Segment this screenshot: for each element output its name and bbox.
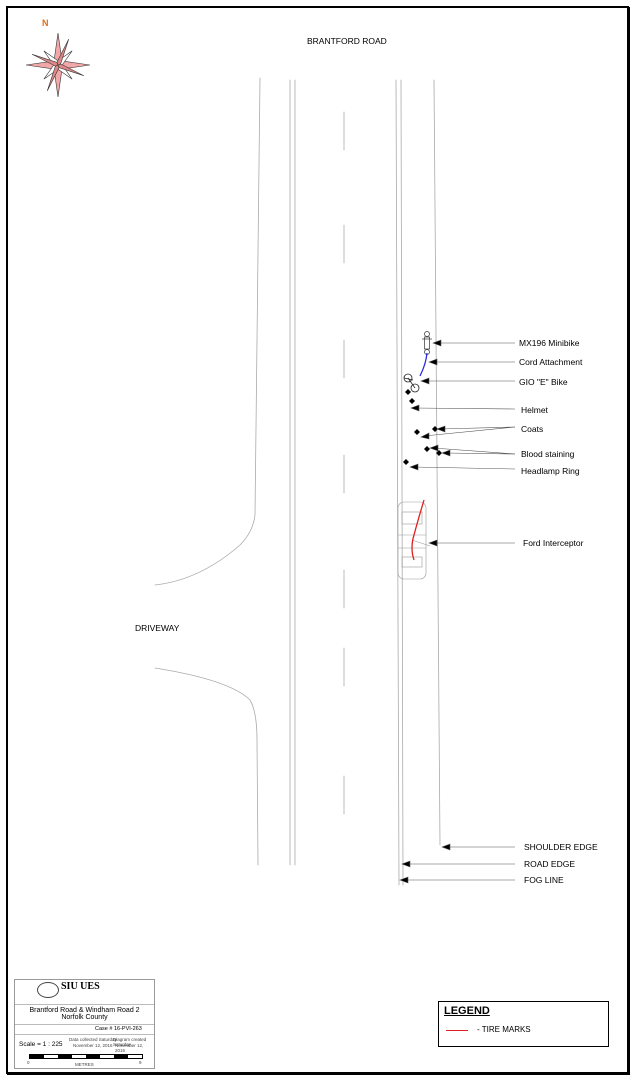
evidence-items (397, 331, 442, 580)
tire-mark-path (411, 499, 425, 561)
cord-attachment-line (419, 352, 428, 377)
label-blood-staining: Blood staining (521, 449, 575, 459)
leader-lines (399, 339, 516, 884)
title-block-subtitle: Norfolk County (61, 1014, 108, 1021)
east-road-edge (400, 79, 404, 886)
gio-e-bike-icon (403, 373, 420, 393)
legend-tire-marks-swatch (446, 1030, 468, 1031)
data-collected-label: Data collected Saturday (69, 1037, 117, 1042)
ford-interceptor-icon (397, 501, 431, 580)
north-label: N (42, 18, 49, 28)
label-headlamp-ring: Headlamp Ring (521, 466, 580, 476)
label-road-edge: ROAD EDGE (524, 859, 576, 869)
legend-tire-marks-label: - TIRE MARKS (477, 1025, 531, 1034)
label-gio-e-bike: GIO "E" Bike (519, 377, 568, 387)
blood-marker-1 (424, 446, 430, 452)
scale-bar-unit: METRES (75, 1062, 94, 1067)
label-fog-line: FOG LINE (524, 875, 564, 885)
title-block-title: Brantford Road & Windham Road 2 (29, 1007, 140, 1014)
east-fog-line (395, 79, 400, 886)
blood-marker-2 (436, 450, 442, 456)
scale-bar (29, 1054, 143, 1059)
legend-box: LEGEND - TIRE MARKS (438, 1001, 609, 1047)
scale-text: Scale = 1 : 225 (19, 1041, 63, 1048)
road-lines (154, 77, 441, 886)
label-shoulder-edge: SHOULDER EDGE (524, 842, 598, 852)
case-number: Case # 16-PVI-263 (95, 1026, 142, 1032)
legend-title: LEGEND (444, 1005, 490, 1017)
title-block: SIU UES Brantford Road & Windham Road 2 … (14, 979, 155, 1069)
label-ford-interceptor: Ford Interceptor (523, 538, 584, 548)
coat-marker-1 (432, 426, 438, 432)
minibike-icon (422, 331, 432, 355)
headlamp-marker (403, 459, 409, 465)
evidence-markers (403, 389, 442, 465)
label-cord-attachment: Cord Attachment (519, 357, 583, 367)
diagram-created-date: November 12, 2016 (115, 1043, 144, 1053)
helmet-marker (405, 389, 411, 395)
label-coats: Coats (521, 424, 544, 434)
coat-marker-2 (414, 429, 420, 435)
diagram-created-label: Diagram created Saturday (113, 1037, 147, 1047)
west-edge-line-south (154, 667, 259, 866)
label-helmet: Helmet (521, 405, 548, 415)
scale-bar-start: 0 (27, 1060, 30, 1065)
scale-bar-end: 9 (139, 1060, 142, 1065)
logo-text: SIU UES (61, 981, 100, 992)
data-collected-date: November 12, 2016 (73, 1043, 113, 1048)
diagram-frame (6, 6, 629, 1074)
east-shoulder-edge (433, 79, 441, 846)
label-minibike: MX196 Minibike (519, 338, 580, 348)
road-name-label: BRANTFORD ROAD (307, 36, 387, 46)
driveway-label: DRIVEWAY (135, 623, 180, 633)
compass-rose-icon (25, 32, 91, 98)
west-edge-line (154, 77, 261, 586)
siu-logo (37, 982, 59, 998)
